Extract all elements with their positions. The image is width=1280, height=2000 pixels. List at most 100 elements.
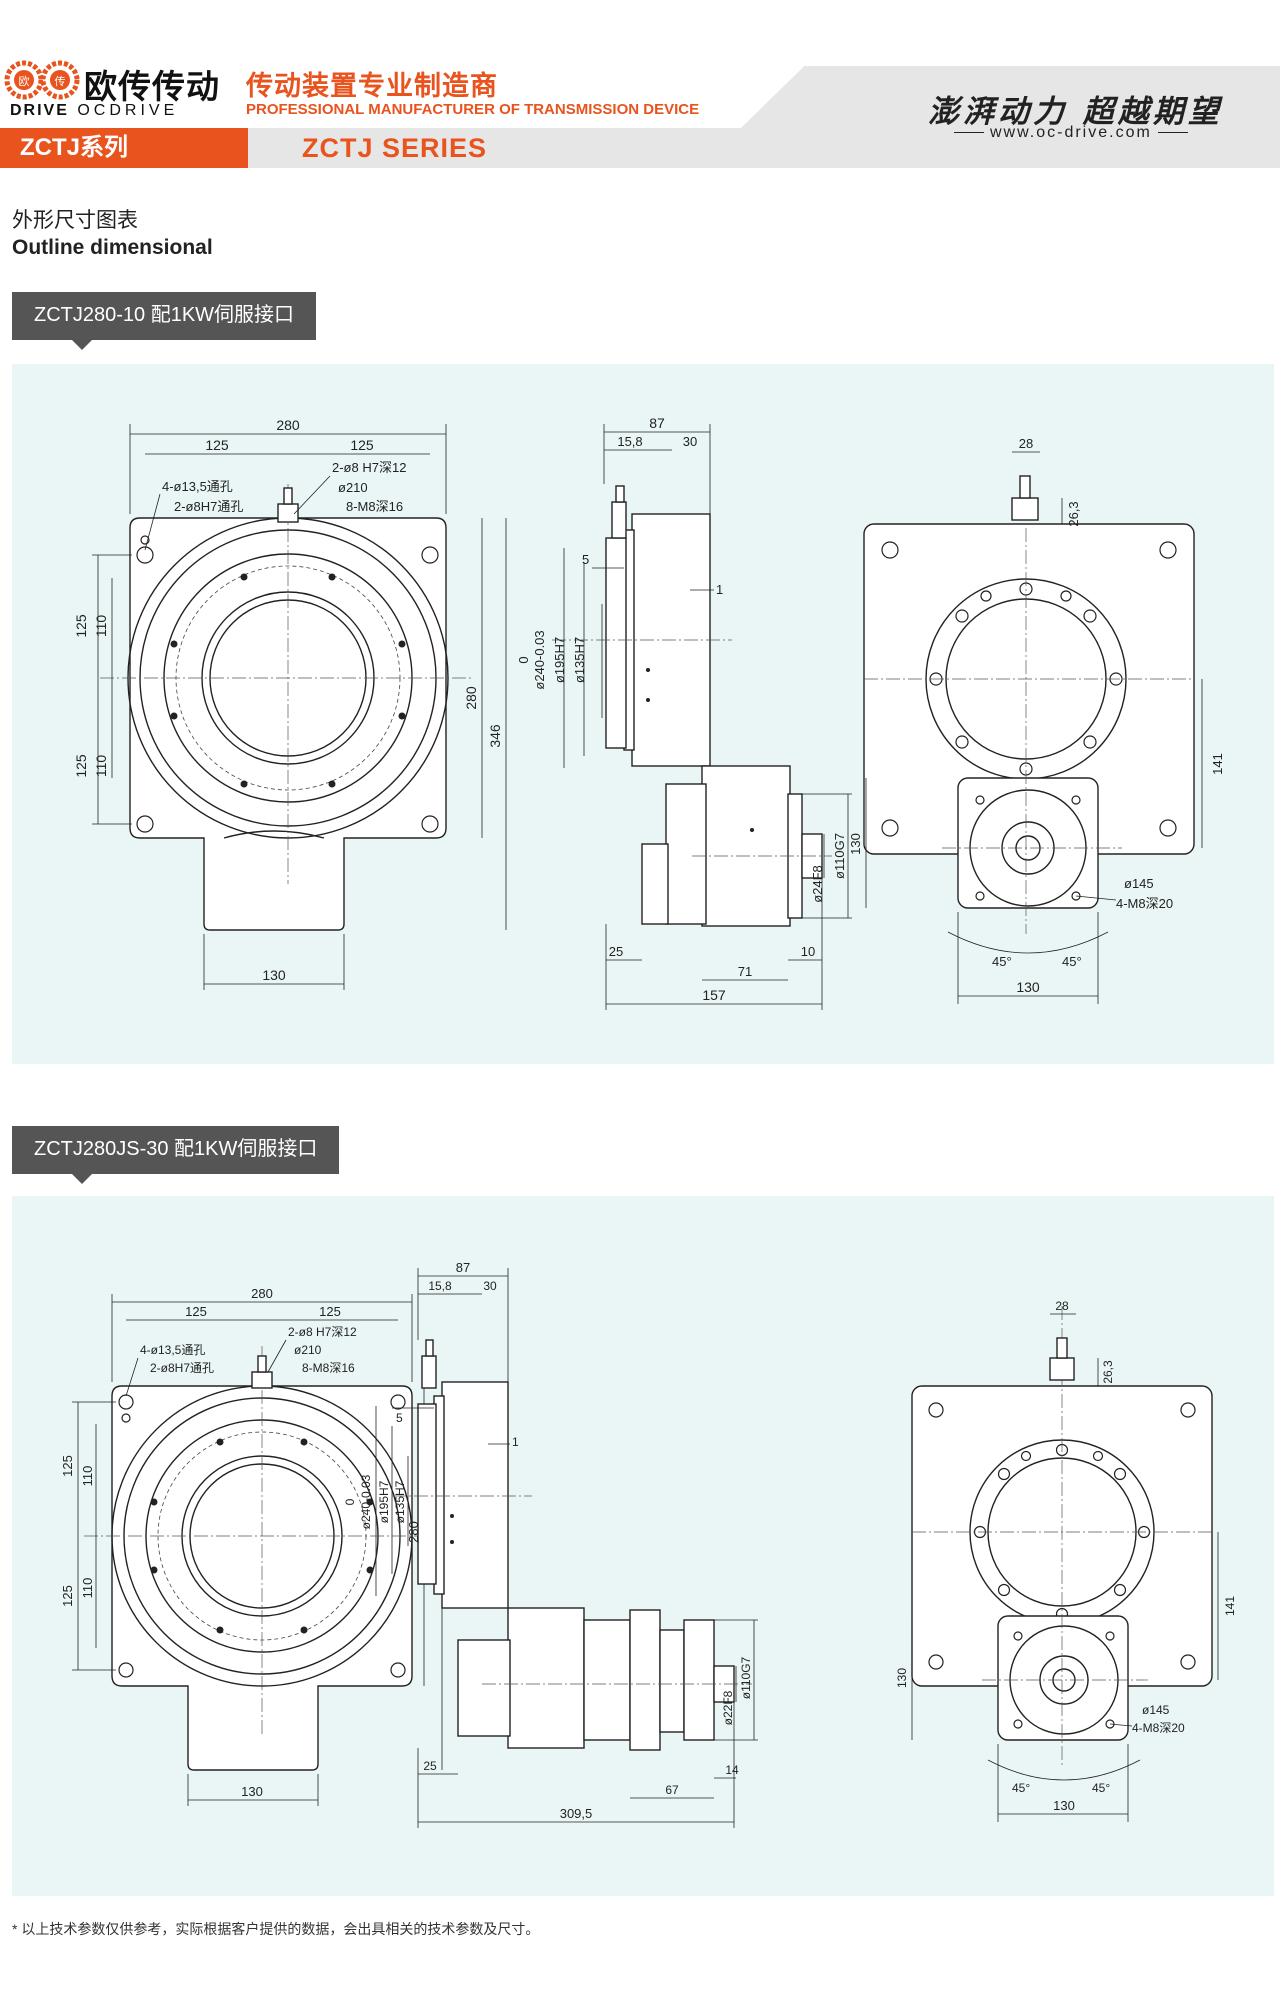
dim-d2: ø195H7 — [552, 637, 567, 683]
back-view: 28 26,3 141 130 ø145 4-M8深20 45° 45° 130 — [848, 436, 1225, 1004]
dim-half-right: 125 — [350, 437, 374, 453]
dim-v-outer: 125 — [73, 614, 89, 638]
dim-side-gap: 1 — [512, 1435, 519, 1449]
note-pcd: ø210 — [338, 480, 368, 495]
section-title-cn: 外形尺寸图表 — [12, 209, 138, 232]
dim-half-left: 125 — [185, 1304, 207, 1319]
brand-name-cn: 欧传传动 — [84, 68, 220, 105]
series-label-en: ZCTJ SERIES — [302, 133, 488, 163]
dim-height-280: 280 — [406, 1521, 421, 1543]
dim-shaft: ø24F8 — [810, 865, 825, 903]
dim-d1: ø240-0.03 — [359, 1474, 373, 1529]
side-view: 87 15,8 30 5 1 0 ø240-0.03 ø195H7 ø135H7… — [516, 415, 852, 1010]
dim-d3: ø135H7 — [572, 637, 587, 683]
drawing-panel-1: 280 125 125 4-ø13,5通孔 2-ø8H7通孔 2-ø8 H7深1… — [12, 364, 1274, 1064]
logo-badge-left: 欧 — [19, 75, 30, 88]
dim-side-bottom-b: 71 — [738, 964, 752, 979]
dim-side-step: 5 — [396, 1411, 403, 1425]
dim-d2: ø195H7 — [377, 1480, 391, 1523]
page-header: 欧 传 欧传传动 DRIVE OCDRIVE 传动装置专业制造商 PROFESS… — [0, 0, 1280, 168]
dim-angle-left: 45° — [992, 954, 1012, 969]
dim-height-346: 346 — [487, 724, 503, 748]
dim-tol: 0 — [516, 656, 531, 663]
website-url[interactable]: www.oc-drive.com — [948, 124, 1194, 142]
dim-d3: ø135H7 — [393, 1480, 407, 1523]
dim-side-a: 15,8 — [428, 1279, 452, 1293]
side-view: 87 15,8 30 5 1 0 ø240-0.03 ø195H7 ø135H7… — [343, 1260, 758, 1828]
dim-v-inner: 110 — [80, 1466, 95, 1487]
dim-side-step: 5 — [582, 552, 589, 567]
dim-shaft: ø22F8 — [721, 1690, 735, 1725]
dim-back-key: 26,3 — [1101, 1360, 1115, 1384]
front-view: 280 125 125 4-ø13,5通孔 2-ø8H7通孔 2-ø8 H7深1… — [60, 1286, 443, 1806]
dim-side-gap: 1 — [716, 582, 723, 597]
dim-back-h: 141 — [1210, 753, 1225, 775]
dim-back-h: 141 — [1223, 1596, 1237, 1616]
note-hole-a: 4-ø13,5通孔 — [162, 479, 233, 494]
dim-tol: 0 — [343, 1498, 357, 1505]
note-hole-b: 2-ø8H7通孔 — [174, 499, 243, 514]
back-view: 28 26,3 141 130 ø145 4-M8深20 45° 45° 130 — [895, 1299, 1237, 1822]
note-back-thread: 4-M8深20 — [1116, 896, 1173, 911]
slogan-cn: 传动装置专业制造商 — [246, 71, 498, 101]
dim-v-inner-2: 110 — [80, 1578, 95, 1599]
dim-angle-right: 45° — [1092, 1781, 1110, 1795]
dim-side-b: 30 — [483, 1279, 497, 1293]
brand-logo-icon: 欧 传 — [4, 60, 80, 100]
dim-height-280: 280 — [463, 686, 479, 710]
technical-drawing-1: 280 125 125 4-ø13,5通孔 2-ø8H7通孔 2-ø8 H7深1… — [73, 415, 1225, 1010]
dim-angle-right: 45° — [1062, 954, 1082, 969]
section-title-en: Outline dimensional — [12, 236, 213, 259]
dim-width: 280 — [251, 1286, 273, 1301]
dim-side-bottom-a: 25 — [423, 1759, 437, 1773]
slogan-en: PROFESSIONAL MANUFACTURER OF TRANSMISSIO… — [246, 101, 700, 118]
brand-name-en: DRIVE OCDRIVE — [10, 102, 179, 119]
dim-half-right: 125 — [319, 1304, 341, 1319]
dim-side-total: 87 — [456, 1260, 470, 1275]
footnote: * 以上技术参数仅供参考，实际根据客户提供的数据，会出具相关的技术参数及尺寸。 — [12, 1921, 540, 1937]
note-pin: 2-ø8 H7深12 — [288, 1325, 357, 1339]
dim-side-total: 87 — [649, 415, 665, 431]
dim-v-inner-2: 110 — [93, 755, 109, 778]
dim-v-outer: 125 — [60, 1455, 75, 1477]
dim-v-outer-2: 125 — [73, 754, 89, 778]
note-pin: 2-ø8 H7深12 — [332, 460, 406, 475]
dim-flange: ø110G7 — [739, 1656, 753, 1699]
dim-side-a: 15,8 — [617, 434, 642, 449]
dim-back-v130: 130 — [895, 1668, 909, 1688]
dim-side-bottom-c: 14 — [725, 1763, 739, 1777]
note-thread: 8-M8深16 — [346, 499, 403, 514]
dim-angle-left: 45° — [1012, 1781, 1030, 1795]
dim-width: 280 — [276, 417, 300, 433]
dim-d1: ø240-0.03 — [532, 630, 547, 689]
dim-side-bottom-b: 67 — [665, 1783, 679, 1797]
dim-back-top: 28 — [1055, 1299, 1069, 1313]
note-pcd: ø210 — [294, 1343, 322, 1357]
dim-back-v130: 130 — [848, 833, 863, 855]
note-hole-a: 4-ø13,5通孔 — [140, 1343, 205, 1357]
dim-side-length: 157 — [702, 987, 726, 1003]
dim-v-inner: 110 — [93, 615, 109, 638]
note-back-pcd: ø145 — [1124, 876, 1154, 891]
dim-back-key: 26,3 — [1066, 501, 1081, 526]
dim-flange: ø110G7 — [832, 833, 847, 879]
dim-side-b: 30 — [683, 434, 697, 449]
dim-back-bottom: 130 — [1016, 979, 1040, 995]
dim-v-outer-2: 125 — [60, 1585, 75, 1607]
note-back-pcd: ø145 — [1142, 1703, 1170, 1717]
note-back-thread: 4-M8深20 — [1132, 1721, 1185, 1735]
drawing-label: ZCTJ280JS-30 配1KW伺服接口 — [12, 1126, 340, 1184]
series-label-cn: ZCTJ系列 — [0, 128, 248, 168]
note-hole-b: 2-ø8H7通孔 — [150, 1361, 214, 1375]
dim-side-length: 309,5 — [560, 1806, 593, 1821]
dim-side-bottom-c: 10 — [801, 944, 815, 959]
logo-badge-right: 传 — [55, 75, 66, 88]
note-thread: 8-M8深16 — [302, 1361, 355, 1375]
front-view: 280 125 125 4-ø13,5通孔 2-ø8H7通孔 2-ø8 H7深1… — [73, 417, 507, 990]
dim-bottom: 130 — [262, 967, 286, 983]
technical-drawing-2: 280 125 125 4-ø13,5通孔 2-ø8H7通孔 2-ø8 H7深1… — [60, 1260, 1237, 1828]
dim-back-bottom: 130 — [1053, 1798, 1075, 1813]
dim-half-left: 125 — [205, 437, 229, 453]
dim-back-top: 28 — [1019, 436, 1033, 451]
dim-side-bottom-a: 25 — [609, 944, 623, 959]
